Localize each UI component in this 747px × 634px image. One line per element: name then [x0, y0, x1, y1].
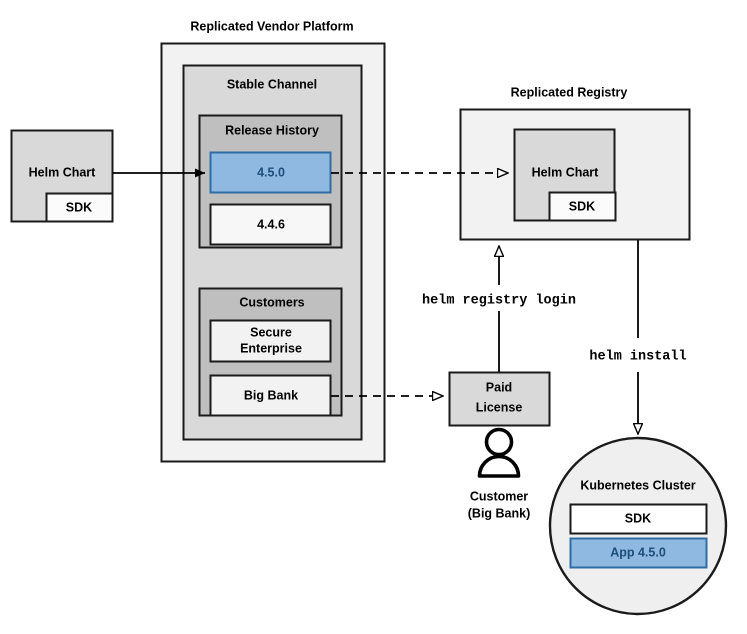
kubernetes-cluster-label: Kubernetes Cluster [580, 478, 695, 492]
customer-secure-enterprise-label-2: Enterprise [240, 341, 302, 355]
customer-person-icon [477, 427, 521, 478]
customer-secure-enterprise-box[interactable] [209, 319, 332, 363]
customer-person-label-1: Customer [470, 489, 528, 503]
cluster-sdk-box[interactable] [569, 503, 708, 535]
release-4-5-0-box[interactable] [209, 151, 332, 194]
edge-label-helm-registry-login: helm registry login [422, 294, 576, 309]
cluster-app-label: App 4.5.0 [610, 545, 666, 559]
customer-big-bank-box[interactable] [209, 374, 332, 417]
paid-license-group [448, 371, 551, 427]
cluster-sdk-label: SDK [625, 511, 651, 525]
registry-helm-chart-label: Helm Chart [532, 165, 600, 179]
customers-label: Customers [239, 295, 304, 309]
customer-person-label-2: (Big Bank) [468, 506, 531, 520]
release-4-5-0-label: 4.5.0 [257, 165, 285, 179]
kubernetes-cluster-group [548, 436, 728, 616]
stable-channel-label: Stable Channel [227, 77, 317, 91]
registry-helm-chart-sdk-box[interactable] [548, 191, 617, 222]
release-4-4-6-label: 4.4.6 [257, 217, 285, 231]
paid-license-label-1: Paid [486, 380, 512, 394]
vendor-platform-title: Replicated Vendor Platform [190, 19, 353, 33]
customer-big-bank-label: Big Bank [244, 388, 298, 402]
paid-license-box[interactable] [448, 371, 551, 427]
registry-helm-chart-sdk-label: SDK [569, 199, 595, 213]
source-helm-chart-sdk-label: SDK [66, 200, 92, 214]
vendor-platform-group [160, 42, 386, 463]
release-4-4-6-box[interactable] [209, 203, 332, 246]
replicated-registry-title: Replicated Registry [511, 85, 628, 99]
source-helm-chart-group [10, 129, 114, 223]
replicated-registry-group [459, 108, 691, 241]
customer-secure-enterprise-label-1: Secure [250, 325, 292, 339]
source-helm-chart-label: Helm Chart [29, 165, 97, 179]
source-helm-chart-sdk-box[interactable] [45, 192, 114, 223]
edge-label-helm-install: helm install [589, 350, 686, 365]
release-history-label: Release History [225, 123, 319, 137]
cluster-app-box[interactable] [569, 537, 708, 569]
paid-license-label-2: License [476, 400, 523, 414]
